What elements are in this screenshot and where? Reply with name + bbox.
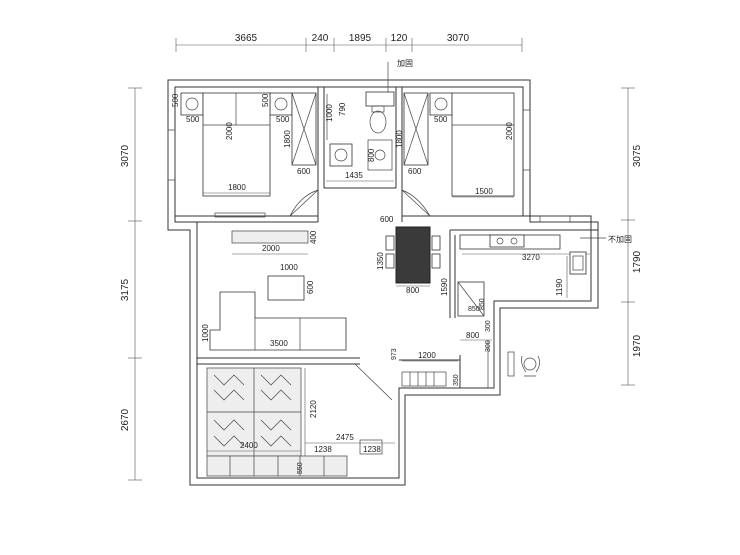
right-dim-2: 1790 [632, 250, 643, 273]
balcony-cabinet-small [359, 439, 383, 455]
coffee-table [267, 275, 305, 301]
balcony-cabinet [206, 455, 348, 477]
sofa [209, 291, 347, 351]
right-bedroom: 500 1800 600 2000 1500 [395, 92, 515, 198]
shower-tray [329, 143, 353, 167]
sofa-3500: 3500 [270, 339, 288, 348]
right-dim-1: 3075 [632, 144, 643, 167]
bath-800: 800 [367, 148, 376, 162]
top-dim-2: 240 [312, 33, 329, 44]
k-300b: 300 [485, 340, 492, 352]
bed-left-width: 1800 [228, 183, 246, 192]
sink [569, 251, 587, 275]
k-800: 800 [466, 331, 480, 340]
bath-1435: 1435 [345, 171, 363, 180]
label-500-c: 500 [261, 93, 270, 107]
fridge-850a: 850 [468, 306, 480, 313]
wardrobe-left-w: 600 [297, 167, 311, 176]
living-room: 2000 400 1000 600 3500 1000 [201, 230, 347, 351]
bathroom: 加固 1000 790 800 1435 [325, 58, 413, 182]
dining-800: 800 [406, 286, 420, 295]
dining-area: 600 1350 800 [376, 215, 441, 295]
storage-area: 1200 973 350 [391, 340, 540, 388]
wardrobe-right-w: 600 [408, 167, 422, 176]
stove-icon [489, 234, 525, 248]
coffee-600: 600 [306, 280, 315, 294]
top-dim-3: 1895 [349, 33, 372, 44]
label-500-b: 500 [186, 115, 200, 124]
coffee-1000: 1000 [280, 263, 298, 272]
kitchen-1190: 1190 [555, 278, 564, 296]
tv-cabinet [231, 230, 309, 244]
balcony-1238b: 1238 [363, 445, 381, 454]
bed-left-height: 2000 [225, 122, 234, 140]
left-dim-1: 3070 [120, 144, 131, 167]
bed-right-width: 1500 [475, 187, 493, 196]
label-500-e: 500 [434, 115, 448, 124]
k-973: 973 [391, 348, 398, 360]
fridge-850b: 850 [479, 298, 486, 310]
k-350: 350 [453, 374, 460, 386]
dining-table [395, 226, 431, 284]
wardrobe-right-h: 1800 [395, 130, 404, 148]
single-bed [451, 92, 515, 197]
bath-cabinet [365, 91, 395, 107]
double-bed [202, 92, 271, 197]
left-dimension-line: 3070 3175 2670 [120, 87, 142, 481]
top-dim-1: 3665 [235, 33, 258, 44]
right-dimension-line: 3075 1790 1970 [621, 87, 643, 386]
balcony: 2120 2400 2475 1238 1238 550 [206, 367, 395, 477]
nightstand-left-2 [269, 92, 293, 116]
top-dimension-line: 3665 240 1895 120 3070 [175, 33, 523, 52]
kitchen-300: 300 [485, 320, 492, 332]
wardrobe-left-h: 1800 [283, 130, 292, 148]
k-1200: 1200 [418, 351, 436, 360]
balcony-2120: 2120 [309, 400, 318, 418]
dining-1350: 1350 [376, 252, 385, 270]
kitchen: 3270 不加固 1190 1590 850 850 300 800 300 [440, 234, 632, 352]
toilet-icon [369, 110, 387, 134]
balcony-2400: 2400 [240, 441, 258, 450]
bath-790: 790 [338, 102, 347, 116]
label-500-a: 500 [171, 93, 180, 107]
left-dim-3: 2670 [120, 408, 131, 431]
washing-machine-icon [507, 351, 540, 377]
bed-right-height: 2000 [505, 122, 514, 140]
label-500-d: 500 [276, 115, 290, 124]
nightstand-left-1 [180, 92, 204, 116]
washbasin-icon [374, 149, 386, 161]
inner-walls [167, 87, 598, 401]
balcony-1238a: 1238 [314, 445, 332, 454]
right-dim-3: 1970 [632, 334, 643, 357]
balcony-550: 550 [297, 462, 304, 474]
sofa-1000: 1000 [201, 324, 210, 342]
nightstand-right [429, 92, 453, 116]
top-dim-5: 3070 [447, 33, 470, 44]
shoe-cabinet [401, 371, 447, 387]
dining-600: 600 [380, 215, 394, 224]
left-dim-2: 3175 [120, 278, 131, 301]
left-bedroom: 500 500 500 500 2000 1800 1800 600 [171, 92, 317, 197]
balcony-2475: 2475 [336, 433, 354, 442]
top-dim-4: 120 [391, 33, 408, 44]
bujiagu-label: 不加固 [608, 234, 632, 244]
bath-1000: 1000 [325, 104, 334, 122]
jiagu-label: 加固 [397, 58, 413, 68]
kitchen-3270: 3270 [522, 253, 540, 262]
kitchen-1590: 1590 [440, 278, 449, 296]
tv-2000: 2000 [262, 244, 280, 253]
tv-400: 400 [309, 230, 318, 244]
